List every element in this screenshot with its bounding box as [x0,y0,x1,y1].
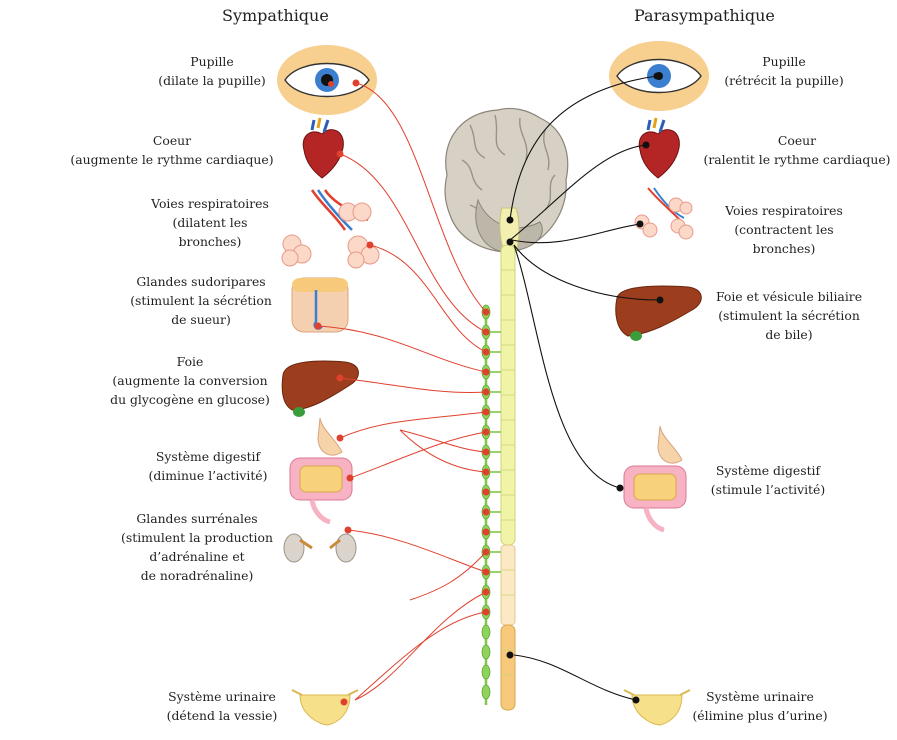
sym-adrenal-illustration [284,534,356,562]
para-liver-illustration [616,286,702,341]
sym-heart-illustration [303,118,343,178]
sym-digestive-illustration [290,418,352,522]
sym-bladder-illustration [292,690,358,725]
para-digestive-illustration [624,426,686,530]
brain [445,108,568,252]
sympathetic-ganglion-chain [482,305,501,705]
para-bladder-illustration [624,690,690,725]
spinal-cord [501,245,515,710]
sym-liver-illustration [282,361,358,417]
sym-airways-illustration [282,190,379,268]
para-airways-illustration [635,188,693,239]
sym-eye-illustration [277,45,377,115]
